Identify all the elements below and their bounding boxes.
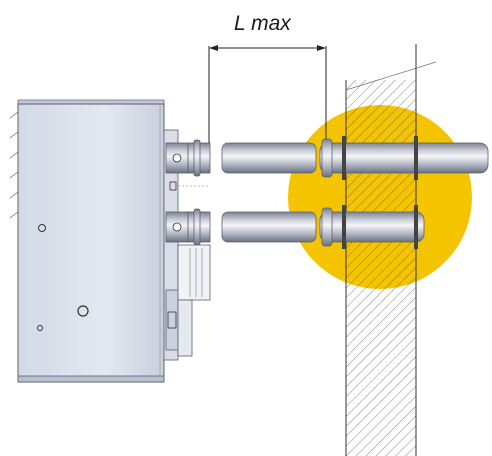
flue-pipe-upper	[165, 136, 489, 180]
dimension-label: L max	[234, 12, 292, 35]
boiler-unit	[9, 99, 211, 383]
dimension-marker: L max	[208, 12, 327, 155]
flue-pipe-lower	[165, 205, 425, 249]
